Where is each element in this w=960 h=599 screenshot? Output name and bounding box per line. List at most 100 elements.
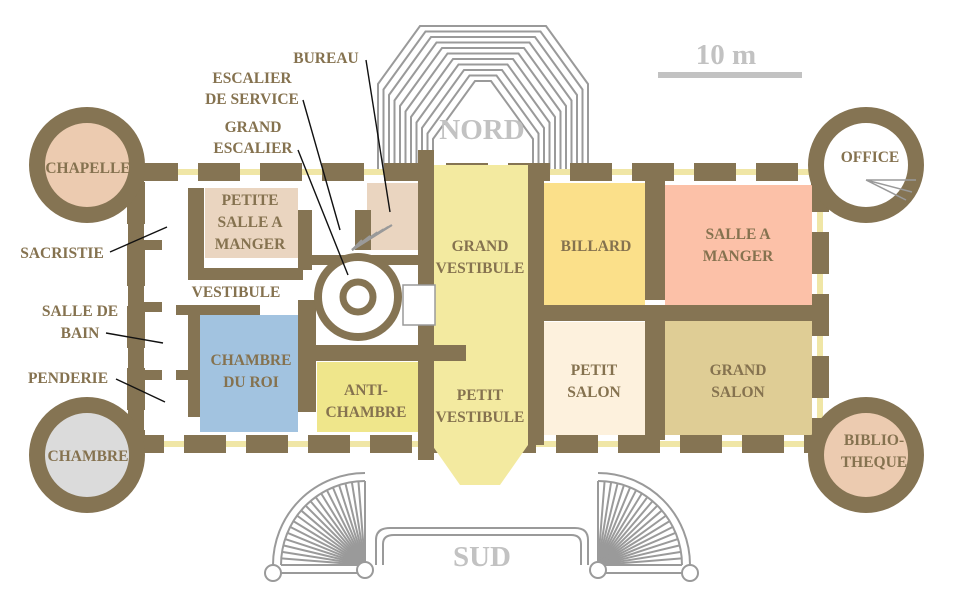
stair-step	[597, 481, 613, 566]
wall	[176, 305, 260, 315]
stair-step	[597, 500, 654, 566]
stair-arc	[597, 472, 691, 566]
leader-escalier-de-service	[302, 99, 341, 231]
wall	[528, 165, 544, 445]
stair-step	[597, 550, 682, 566]
wall	[188, 305, 200, 417]
stair-step	[597, 504, 659, 566]
stair-step	[320, 492, 366, 566]
stair-step	[292, 520, 366, 566]
stair-step	[338, 484, 366, 566]
label-office: OFFICE	[841, 149, 900, 166]
stair-step	[597, 489, 638, 566]
label-chambre: CHAMBRE	[48, 448, 129, 465]
stair-step	[597, 544, 680, 566]
room-billard	[544, 183, 645, 305]
wall	[298, 345, 466, 361]
stair-landing	[382, 534, 582, 565]
leader-penderie	[115, 378, 166, 403]
north-stair-step	[421, 69, 545, 172]
scale-label: 10 m	[696, 39, 756, 71]
stair-step	[309, 500, 366, 566]
north-stair-step	[399, 47, 567, 172]
stair-step	[597, 481, 606, 566]
wall	[144, 240, 162, 250]
grand-escalier	[314, 224, 436, 341]
north-stair-step	[415, 63, 551, 172]
label-chapelle: CHAPELLE	[45, 160, 130, 177]
leader-grand-escalier	[297, 149, 349, 276]
wall	[298, 300, 316, 412]
south-label: SUD	[453, 541, 511, 573]
label-bureau: BUREAU	[293, 50, 358, 67]
stair-step	[350, 481, 366, 566]
room-grand-vestibule	[432, 165, 528, 357]
wall	[144, 302, 162, 312]
tower-bibliotheque	[808, 397, 924, 513]
south-stairs	[264, 472, 699, 582]
north-stair-step	[410, 58, 556, 172]
tower-office	[808, 107, 924, 223]
stair-step	[597, 496, 649, 566]
service-stair-step	[351, 239, 363, 251]
tower-chapelle	[29, 107, 145, 223]
stair-step	[597, 538, 679, 566]
wall	[544, 305, 812, 321]
leader-lines	[105, 59, 391, 403]
stair-step	[597, 492, 643, 566]
stair-step	[597, 531, 676, 566]
stair-step	[357, 481, 366, 566]
stair-landing	[375, 527, 589, 565]
stair-step	[287, 531, 366, 566]
stair-step	[597, 487, 632, 566]
stair-step	[344, 483, 366, 566]
label-anti-chambre: ANTI-CHAMBRE	[326, 382, 407, 421]
leader-salle-de-bain	[105, 332, 164, 344]
stair-step	[597, 483, 619, 566]
label-vestibule: VESTIBULE	[192, 284, 281, 301]
wall	[144, 370, 162, 380]
stair-step	[597, 520, 671, 566]
stair-step	[283, 544, 366, 566]
label-sacristie: SACRISTIE	[20, 245, 104, 262]
stair-newel	[356, 561, 374, 579]
north-stair-step	[388, 36, 578, 172]
north-stair-step	[432, 80, 534, 172]
stair-step	[597, 509, 663, 566]
stair-step	[597, 557, 682, 566]
label-bibliotheque: BIBLIO-THEQUE	[841, 432, 907, 471]
north-stair-step	[426, 74, 540, 172]
room-petit-vestibule	[432, 357, 528, 485]
wall	[645, 170, 665, 300]
stair-step	[597, 484, 625, 566]
stair-step	[597, 514, 667, 566]
room-grand-salon	[665, 320, 812, 435]
wall	[188, 268, 303, 280]
room-bureau	[367, 183, 419, 250]
service-stairs	[351, 224, 393, 251]
stair-step	[300, 509, 366, 566]
leader-sacristie	[109, 226, 168, 253]
north-label: NORD	[439, 114, 524, 146]
north-stair-step	[393, 41, 573, 172]
stair-steps	[402, 284, 436, 326]
room-salle-a-manger	[665, 185, 812, 305]
rooms	[200, 165, 812, 485]
wall	[176, 370, 190, 380]
stair-step	[281, 557, 366, 566]
leader-bureau	[365, 59, 391, 213]
room-anti-chambre	[317, 362, 418, 432]
stair-step	[284, 538, 366, 566]
office-stairs	[865, 179, 916, 201]
towers	[29, 107, 924, 513]
tower-chambre	[29, 397, 145, 513]
